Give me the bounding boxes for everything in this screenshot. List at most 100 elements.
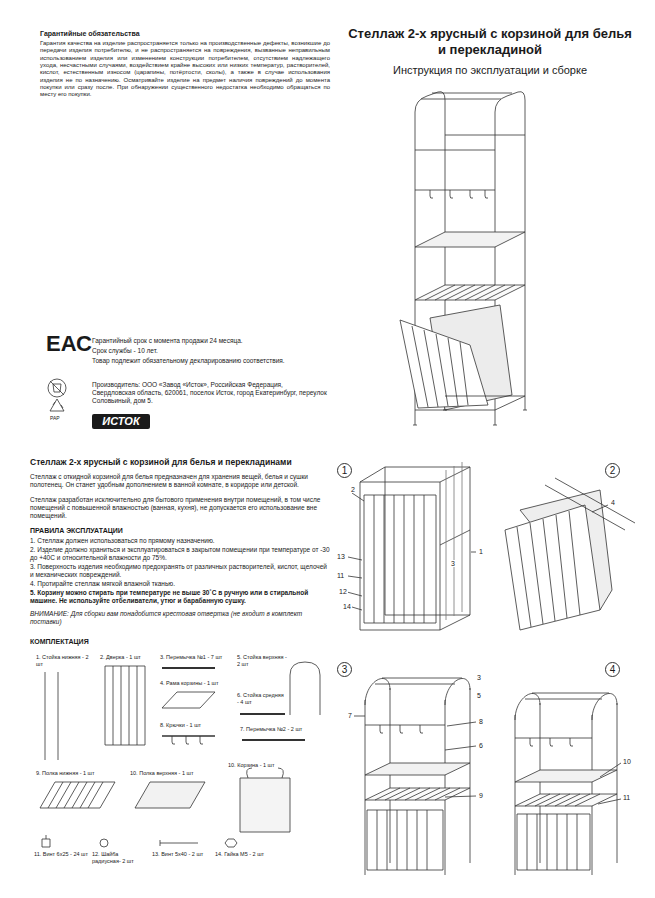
body-text: Гарантия качества на изделие распростран… <box>40 40 330 99</box>
parts-illustration <box>242 739 305 741</box>
parts-illustration <box>240 778 290 832</box>
parts-illustration <box>240 713 285 715</box>
parts-illustration <box>162 692 215 708</box>
part-label: 14. Гайка М5 - 2 шт <box>215 851 275 858</box>
shelf-illustration <box>495 396 525 410</box>
shelf-illustration <box>415 92 445 150</box>
step-number: 1 <box>342 466 348 476</box>
rule-text: 3. Поверхность изделия необходимо предох… <box>30 563 330 579</box>
step-4-illustration <box>515 715 516 875</box>
step-2-illustration <box>592 505 608 512</box>
callout-number: 8 <box>478 718 484 725</box>
part-label: 5. Стойка верхняя - 2 шт <box>237 654 287 667</box>
step-2-illustration <box>505 478 635 630</box>
shelf-illustration <box>415 190 495 191</box>
part-label: 1. Стойка нижняя - 2 шт <box>36 654 91 667</box>
parts-illustration <box>162 667 215 669</box>
parts-illustration <box>290 662 320 715</box>
callout-number: 3 <box>476 674 482 681</box>
step-3-illustration <box>377 810 427 870</box>
shelf-illustration <box>445 135 525 136</box>
callout-number: 2 <box>350 486 356 493</box>
parts-illustration <box>225 839 237 847</box>
step-3-illustration <box>470 688 471 863</box>
step-3-illustration <box>375 684 455 685</box>
step-4-illustration <box>598 763 621 804</box>
parts-illustration <box>135 782 205 808</box>
step-4-illustration <box>525 699 602 700</box>
callout-number: 1 <box>478 548 484 555</box>
parts-illustration <box>40 782 115 808</box>
body-text: Стеллаж с откидной корзиной для белья пр… <box>30 473 330 489</box>
part-label: 12. Шайба радиусная- 2 шт <box>92 851 148 864</box>
rule-text: 5. Корзину можно стирать при температуре… <box>30 589 330 605</box>
step-3-illustration <box>390 688 391 863</box>
part-label: 2. Дверка - 1 шт <box>100 654 158 661</box>
step-3-illustration <box>375 788 460 800</box>
step-1-illustration <box>440 530 470 545</box>
part-label: 3. Перемычка №1 - 7 шт <box>160 654 235 661</box>
step-1-illustration <box>385 467 386 615</box>
step-3-illustration <box>365 678 470 705</box>
shelf-illustration <box>400 92 527 425</box>
note-text: Гарантийный срок с момента продажи 24 ме… <box>92 337 332 345</box>
step-4-illustration <box>532 693 609 694</box>
callout-number: 14 <box>342 603 352 610</box>
shelf-illustration <box>495 92 525 150</box>
step-4-illustration <box>515 794 617 806</box>
logo-text: ИСТОК <box>102 416 139 427</box>
shelf-illustration <box>425 285 515 300</box>
step-4-illustration <box>525 794 600 806</box>
callout-number: 10 <box>622 758 632 765</box>
recycle-code: PAP <box>50 415 60 421</box>
parts-illustration <box>45 672 46 760</box>
step-number: 2 <box>610 466 616 476</box>
note-text: Товар подлежит обязательному декларирова… <box>92 357 332 365</box>
eco-icons <box>50 399 64 411</box>
shelf-illustration <box>415 410 495 411</box>
step-3-illustration <box>365 700 366 875</box>
rule-text: 4. Протирайте стеллаж мягкой влажной тка… <box>30 580 330 588</box>
parts-illustration <box>42 835 50 847</box>
step-1-illustration <box>364 495 436 623</box>
step-3-illustration <box>354 678 476 875</box>
step-1-illustration <box>360 615 470 630</box>
step-3-illustration <box>365 763 470 775</box>
shelf-illustration <box>430 190 488 198</box>
eco-icons <box>48 379 66 397</box>
step-number-circle: 3 <box>337 662 352 677</box>
step-4-illustration <box>540 703 541 863</box>
part-label: 6. Стойка средняя - 4 шт <box>237 692 287 705</box>
step-3-illustration <box>365 788 470 800</box>
step-4-illustration <box>527 814 577 870</box>
parts-illustration <box>162 735 215 737</box>
callout-number: 12 <box>338 588 348 595</box>
shelf-illustration <box>445 396 525 397</box>
title-text: Стеллаж 2-х ярусный с корзиной для белья… <box>345 26 635 59</box>
rule-text: 2. Изделие должно храниться и эксплуатир… <box>30 546 330 562</box>
parts-illustration <box>40 662 320 847</box>
step-2-illustration <box>545 478 635 530</box>
step-4-illustration <box>530 738 573 746</box>
step-number-circle: 4 <box>605 662 620 677</box>
step-1-illustration <box>360 467 470 482</box>
step-1-illustration <box>374 495 424 623</box>
step-3-illustration <box>445 700 446 875</box>
part-label: 10. Корзина - 1 шт <box>228 762 313 769</box>
part-label: 11. Винт 6х25 - 24 шт <box>34 851 90 858</box>
step-1-illustration <box>470 467 471 615</box>
shelf-illustration <box>400 320 488 408</box>
callout-number: 11 <box>336 572 345 579</box>
step-3-illustration <box>365 725 445 726</box>
eco-icons <box>53 402 63 408</box>
part-label: 13. Винт 5х40 - 2 шт <box>152 851 212 858</box>
brand-logo: ИСТОК <box>92 414 150 429</box>
callout-number: 6 <box>478 742 484 749</box>
callout-number: 5 <box>476 692 482 699</box>
callout-number: 4 <box>610 499 616 506</box>
parts-illustration <box>48 782 103 808</box>
part-label: 10. Полка верхняя - 1 шт <box>130 770 225 777</box>
parts-illustration <box>160 840 198 846</box>
step-4-illustration <box>515 693 621 875</box>
